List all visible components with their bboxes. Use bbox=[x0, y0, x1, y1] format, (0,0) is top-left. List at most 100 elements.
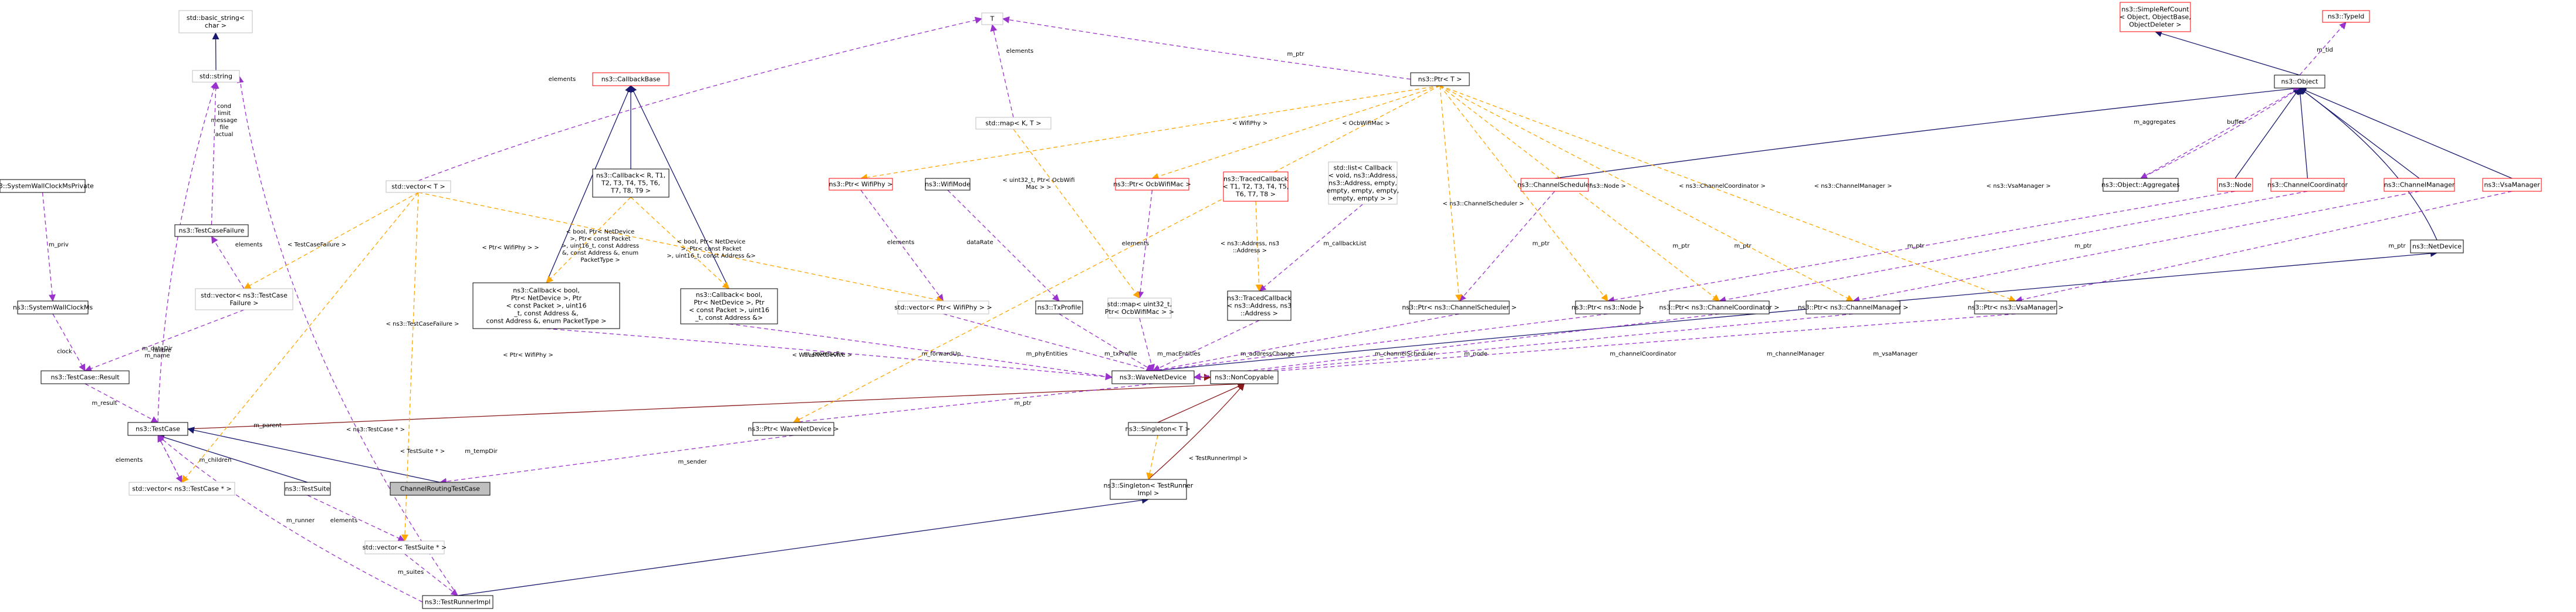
class-node-map-KT[interactable]: std::map< K, T > bbox=[975, 117, 1052, 130]
class-node-node[interactable]: ns3::Node bbox=[2217, 178, 2253, 192]
class-node-testrunnerimpl[interactable]: ns3::TestRunnerImpl bbox=[422, 595, 493, 609]
class-node-testcasefailure[interactable]: ns3::TestCaseFailure bbox=[174, 224, 249, 237]
edge-netdevice-to-object bbox=[2299, 87, 2438, 241]
class-node-txprofile[interactable]: ns3::TxProfile bbox=[1035, 300, 1083, 315]
edge-label-l_mtid: m_tid bbox=[2317, 47, 2333, 53]
node-label: ns3::TestRunnerImpl bbox=[425, 599, 491, 606]
class-node-basic-string[interactable]: std::basic_string<char > bbox=[178, 10, 253, 33]
node-box bbox=[195, 288, 293, 310]
node-label: ns3::Ptr< ns3::ChannelScheduler > bbox=[1402, 304, 1516, 312]
node-box bbox=[0, 179, 86, 193]
node-label: ns3::NetDevice bbox=[2412, 243, 2462, 251]
node-box bbox=[127, 422, 188, 436]
node-label: ns3::Node bbox=[2219, 181, 2252, 189]
node-box bbox=[40, 370, 130, 384]
edge-label-l_mchannelmanager: m_channelManager bbox=[1767, 351, 1825, 357]
node-box bbox=[1575, 300, 1641, 315]
edge-testsuite-to-testcase bbox=[157, 434, 308, 483]
class-node-syswall-private[interactable]: ns3::SystemWallClockMsPrivate bbox=[0, 179, 94, 193]
class-node-testsuite[interactable]: ns3::TestSuite bbox=[284, 482, 331, 496]
class-node-callback-generic[interactable]: ns3::Callback< R, T1,T2, T3, T4, T5, T6,… bbox=[592, 168, 670, 198]
class-node-ptr-channelcoordinator[interactable]: ns3::Ptr< ns3::ChannelCoordinator > bbox=[1659, 300, 1780, 315]
edge-txprofile-to-wavenetdevice bbox=[1059, 313, 1154, 371]
edge-label-l_nodeT: < ns3::Node > bbox=[1583, 183, 1626, 190]
class-node-ptr-T[interactable]: ns3::Ptr< T > bbox=[1410, 72, 1470, 86]
class-node-netdevice[interactable]: ns3::NetDevice bbox=[2410, 239, 2464, 253]
class-node-channelcoordinator[interactable]: ns3::ChannelCoordinator bbox=[2267, 178, 2348, 192]
node-label: ns3::TestSuite bbox=[285, 485, 330, 493]
class-node-vector-testsuite[interactable]: std::vector< TestSuite * > bbox=[363, 540, 447, 554]
edge-singleton_T-to-noncopyable bbox=[1157, 383, 1245, 423]
class-node-ptr-channelmanager[interactable]: ns3::Ptr< ns3::ChannelManager > bbox=[1798, 300, 1909, 315]
class-node-ptr-wifiphy[interactable]: ns3::Ptr< WifiPhy > bbox=[829, 178, 893, 191]
class-node-wavenetdevice[interactable]: ns3::WaveNetDevice bbox=[1111, 370, 1195, 384]
class-node-ptr-ocbwifimac[interactable]: ns3::Ptr< OcbWifiMac > bbox=[1113, 178, 1191, 191]
class-node-syswallclock[interactable]: ns3::SystemWallClockMs bbox=[13, 300, 93, 315]
edge-vector_ptr_wifiphy-to-wavenetdevice bbox=[943, 313, 1154, 373]
edge-label-l_testcasefailure_ptr: < ns3::TestCaseFailure > bbox=[386, 321, 459, 327]
class-node-ptr-wavenetdevice[interactable]: ns3::Ptr< WaveNetDevice > bbox=[748, 422, 839, 436]
edge-label-l_datarate: dataRate bbox=[966, 239, 993, 246]
class-node-typeid[interactable]: ns3::TypeId bbox=[2322, 10, 2370, 23]
class-node-testcase[interactable]: ns3::TestCase bbox=[127, 422, 188, 436]
edge-label-l_mpromiscrx: m_promiscRx bbox=[804, 351, 843, 357]
node-box bbox=[1111, 370, 1195, 384]
class-node-callbackbase[interactable]: ns3::CallbackBase bbox=[592, 72, 670, 86]
node-box bbox=[2274, 75, 2325, 89]
class-node-traced-callback-addr[interactable]: ns3::TracedCallback< ns3::Address, ns3::… bbox=[1227, 290, 1292, 321]
node-box bbox=[1806, 300, 1901, 315]
edge-label-l_mchildren: m_children bbox=[200, 457, 232, 464]
class-node-vsamanager[interactable]: ns3::VsaManager bbox=[2482, 178, 2542, 192]
class-node-noncopyable[interactable]: ns3::NonCopyable bbox=[1210, 370, 1279, 384]
node-box bbox=[390, 482, 491, 496]
class-node-callback-forward[interactable]: ns3::Callback< bool,Ptr< NetDevice >, Pt… bbox=[680, 288, 778, 324]
node-box bbox=[897, 300, 989, 315]
class-node-vector-T[interactable]: std::vector< T > bbox=[386, 180, 451, 193]
class-node-list-callback[interactable]: std::list< Callback< void, ns3::Address,… bbox=[1327, 161, 1399, 205]
class-node-vector-ptr-wifiphy[interactable]: std::vector< Ptr< WifiPhy > > bbox=[894, 300, 992, 315]
class-node-ptr-node[interactable]: ns3::Ptr< ns3::Node > bbox=[1571, 300, 1644, 315]
class-node-callback-promisc[interactable]: ns3::Callback< bool,Ptr< NetDevice >, Pt… bbox=[472, 282, 620, 329]
edge-channelscheduler-to-ptr_channelscheduler bbox=[1459, 191, 1555, 302]
class-node-simplerefcount[interactable]: ns3::SimpleRefCount< Object, ObjectBase,… bbox=[2119, 2, 2191, 32]
class-node-singleton-T[interactable]: ns3::Singleton< T > bbox=[1125, 422, 1191, 436]
class-node-std-string[interactable]: std::string bbox=[192, 70, 240, 83]
class-node-object[interactable]: ns3::Object bbox=[2274, 75, 2325, 89]
class-node-vector-testcase[interactable]: std::vector< ns3::TestCase * > bbox=[129, 482, 235, 496]
node-box bbox=[2119, 2, 2191, 32]
node-label: ns3::Callback< R, T1,T2, T3, T4, T5, T6,… bbox=[596, 172, 665, 195]
class-node-testcase-result[interactable]: ns3::TestCase::Result bbox=[40, 370, 130, 384]
edge-label-l_mptr_top: m_ptr bbox=[1287, 51, 1304, 58]
edge-node-to-object bbox=[2234, 87, 2300, 179]
class-node-map-uint32-ocb[interactable]: std::map< uint32_t,Ptr< OcbWifiMac > > bbox=[1105, 297, 1174, 319]
edge-testcase-to-noncopyable bbox=[187, 380, 1245, 430]
edge-ptr_T-to-ptr_channelcoordinator bbox=[1439, 85, 1720, 302]
edge-testrunnerimpl-to-singleton_runner bbox=[457, 496, 1149, 596]
class-node-object-aggregates[interactable]: ns3::Object::Aggregates bbox=[2101, 178, 2180, 192]
node-label: ns3::Ptr< OcbWifiMac > bbox=[1113, 181, 1191, 188]
class-node-wifimode[interactable]: ns3::WifiMode bbox=[925, 178, 971, 191]
class-node-channelmanager[interactable]: ns3::ChannelManager bbox=[2384, 178, 2455, 192]
class-node-ptr-vsamanager[interactable]: ns3::Ptr< ns3::VsaManager > bbox=[1968, 300, 2064, 315]
edge-label-l_wavenetdevice: < WaveNetDevice > bbox=[792, 352, 852, 359]
edge-testcasefailure-to-std_string bbox=[211, 82, 219, 225]
edge-testcase-to-std_string bbox=[157, 82, 218, 423]
node-box bbox=[1223, 171, 1289, 202]
class-node-T[interactable]: T bbox=[981, 12, 1003, 25]
edge-label-l_mnode: m_node bbox=[1464, 351, 1488, 357]
class-node-channelroutingtestcase[interactable]: ChannelRoutingTestCase bbox=[390, 482, 491, 496]
node-box bbox=[2102, 178, 2179, 192]
edge-label-l_maddresschange: m_addressChange bbox=[1240, 351, 1294, 357]
class-node-traced-callback-generic[interactable]: ns3::TracedCallback< T1, T2, T3, T4, T5,… bbox=[1223, 171, 1289, 202]
edge-traced_callback_generic-to-traced_callback_addr bbox=[1255, 201, 1263, 292]
node-label: ns3::SystemWallClockMs bbox=[13, 304, 93, 312]
edge-label-l_elements_suite: elements bbox=[330, 518, 357, 524]
edge-label-l_clock: clock bbox=[57, 349, 72, 355]
edge-ptr_channelcoordinator-to-wavenetdevice bbox=[1194, 313, 1720, 380]
node-box bbox=[1974, 300, 2057, 315]
class-node-channelscheduler[interactable]: ns3::ChannelScheduler bbox=[1517, 178, 1593, 192]
class-node-ptr-channelscheduler[interactable]: ns3::Ptr< ns3::ChannelScheduler > bbox=[1402, 300, 1517, 315]
edge-label-l_mptr_netdev: m_ptr bbox=[2388, 243, 2406, 249]
